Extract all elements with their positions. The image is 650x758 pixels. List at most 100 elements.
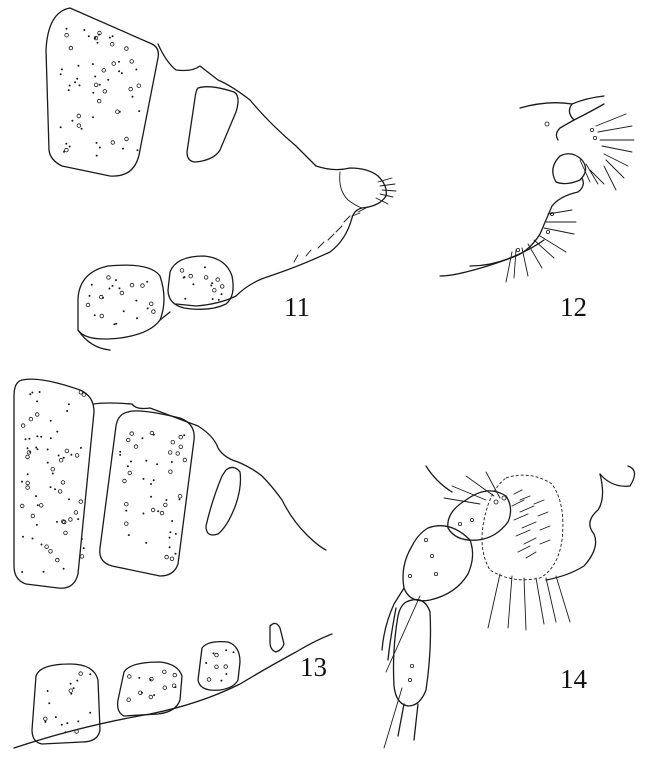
pore-dot bbox=[172, 672, 177, 678]
pore-dot bbox=[49, 486, 52, 489]
pore-dot bbox=[145, 541, 148, 544]
pore-dot bbox=[62, 567, 65, 570]
pore-dot bbox=[29, 450, 32, 453]
pore-dot bbox=[98, 83, 101, 86]
fig11-ventral-plate-left bbox=[77, 264, 165, 340]
pore-dot bbox=[46, 448, 49, 451]
pore-dot bbox=[76, 123, 82, 128]
pore-dot bbox=[20, 503, 25, 509]
pore-dot bbox=[142, 512, 145, 515]
pore-dot bbox=[113, 323, 116, 326]
fig11-ventral-margin bbox=[175, 217, 353, 307]
pore-dot bbox=[21, 480, 23, 483]
pore-dot bbox=[150, 483, 152, 485]
fig13-ventral3-dots bbox=[205, 649, 235, 682]
pore-dot bbox=[96, 98, 102, 104]
pore-dot bbox=[54, 488, 56, 491]
pore-dot bbox=[78, 499, 83, 504]
pore-dot bbox=[44, 544, 49, 549]
pore-dot bbox=[31, 391, 34, 394]
fig14-tarsus bbox=[397, 703, 419, 741]
pore-dot bbox=[57, 489, 63, 494]
pore-dot bbox=[99, 313, 104, 319]
pore-dot bbox=[67, 89, 70, 92]
pore-dot bbox=[36, 504, 39, 507]
fig14-coxa bbox=[447, 490, 512, 541]
fig11-ventral-dots-left bbox=[85, 275, 156, 326]
fig13-plate2-dots bbox=[119, 430, 188, 561]
pore-dot bbox=[26, 447, 29, 450]
pore-dot bbox=[57, 454, 60, 457]
pore-dot bbox=[67, 403, 70, 406]
pore-dot bbox=[76, 679, 79, 682]
pore-dot bbox=[95, 141, 98, 144]
pore-dot bbox=[59, 73, 62, 76]
pore-dot bbox=[68, 84, 71, 87]
pore-dot bbox=[118, 287, 121, 290]
pore-dot bbox=[28, 416, 34, 422]
pore-dot bbox=[77, 720, 80, 723]
pore-dot bbox=[203, 266, 206, 269]
pore-dot bbox=[88, 294, 91, 297]
pore-dot bbox=[232, 651, 235, 654]
pore-dot bbox=[40, 543, 43, 546]
pore-dot bbox=[68, 498, 70, 501]
pore-dot bbox=[74, 729, 79, 734]
pore-dot bbox=[29, 393, 32, 396]
pore-dot bbox=[174, 686, 177, 689]
pore-dot bbox=[136, 83, 141, 88]
pore-dot bbox=[127, 470, 132, 476]
pore-dot bbox=[128, 86, 133, 92]
pore-dot bbox=[135, 68, 138, 71]
pore-dot bbox=[43, 716, 48, 721]
pore-dot bbox=[150, 495, 153, 498]
pore-dot bbox=[109, 42, 115, 47]
pore-dot bbox=[129, 431, 134, 436]
pore-dot bbox=[163, 502, 168, 508]
pore-dot bbox=[111, 284, 114, 287]
pore-dot bbox=[124, 46, 129, 51]
pore-dot bbox=[28, 437, 31, 440]
pore-dot bbox=[179, 268, 185, 273]
pore-dot bbox=[98, 294, 104, 300]
fig13-ventral-plate-1 bbox=[31, 663, 101, 745]
pore-dot bbox=[148, 694, 153, 700]
fig14-femur bbox=[402, 525, 474, 602]
fig14-scale-field bbox=[511, 489, 551, 559]
pore-dot bbox=[20, 423, 26, 428]
pore-dot bbox=[170, 461, 173, 463]
pore-dot bbox=[220, 293, 223, 296]
pore-dot bbox=[157, 510, 160, 513]
fig14-setae bbox=[383, 471, 571, 749]
pore-dot bbox=[212, 652, 215, 655]
pore-dot bbox=[65, 27, 68, 30]
pore-dot bbox=[48, 549, 53, 554]
pore-dot bbox=[146, 307, 149, 310]
pore-dot bbox=[142, 477, 145, 480]
pore-dot bbox=[183, 276, 186, 279]
fig13-plate-1 bbox=[13, 378, 95, 589]
pore-dot bbox=[136, 149, 139, 152]
pore-dot bbox=[66, 410, 69, 412]
pore-dot bbox=[55, 557, 60, 563]
pore-dot bbox=[149, 677, 154, 682]
pore-dot bbox=[49, 437, 52, 440]
pore-dot bbox=[178, 434, 183, 440]
pore-dot bbox=[25, 480, 30, 486]
pore-dot bbox=[120, 72, 123, 75]
pore-dot bbox=[60, 480, 66, 485]
pore-dot bbox=[98, 33, 101, 36]
pore-dot bbox=[165, 499, 168, 501]
fig14-leg-upper bbox=[381, 587, 405, 661]
pore-dot bbox=[164, 554, 169, 560]
pore-dot bbox=[219, 284, 225, 289]
pore-dot bbox=[40, 435, 43, 438]
pore-dot bbox=[31, 537, 34, 540]
pore-dot bbox=[223, 664, 228, 669]
pore-dot-fields bbox=[20, 27, 235, 734]
figure-12-drawing bbox=[439, 95, 635, 283]
pore-dot bbox=[101, 68, 106, 73]
figure-label-12: 12 bbox=[560, 292, 587, 322]
fig13-ventral-plate-2 bbox=[116, 661, 183, 717]
pore-dot bbox=[85, 302, 91, 308]
